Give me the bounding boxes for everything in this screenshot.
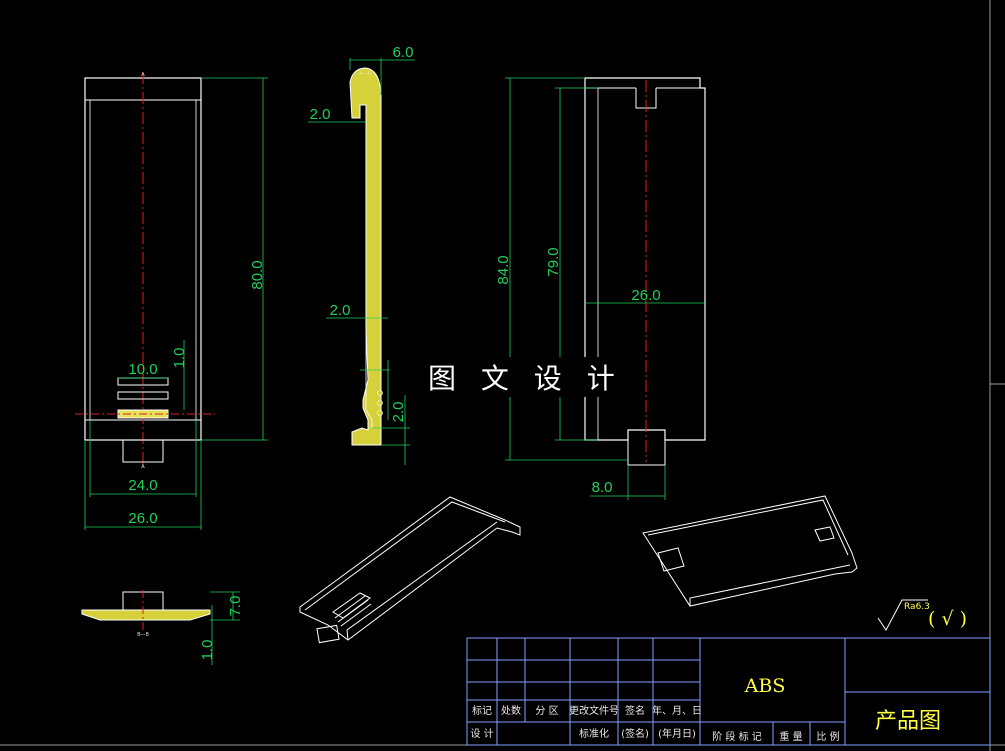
tb-label-change-doc: 更改文件号 bbox=[569, 704, 619, 717]
tb-label-signature: 签名 bbox=[625, 704, 645, 717]
material-label: ABS bbox=[744, 675, 786, 697]
tb-label-date-paren: (年月日) bbox=[658, 727, 696, 740]
dim-front-height: 80.0 bbox=[249, 260, 266, 289]
section-mark-bottom: A bbox=[141, 464, 145, 470]
slot-2 bbox=[117, 391, 169, 400]
dim-back-tab-width: 8.0 bbox=[592, 479, 613, 496]
tb-label-stage: 阶 段 标 记 bbox=[712, 730, 762, 743]
watermark-backing bbox=[418, 357, 603, 397]
dim-back-inner-height: 79.0 bbox=[545, 247, 562, 276]
dim-section-top: 6.0 bbox=[393, 44, 414, 61]
dim-slot-gap: 1.0 bbox=[171, 348, 188, 369]
front-tab bbox=[122, 439, 164, 463]
tb-label-scale: 比 例 bbox=[816, 730, 839, 743]
tb-label-weight: 重 量 bbox=[779, 730, 802, 743]
tb-label-mark: 标记 bbox=[472, 705, 492, 717]
dim-wall-top: 2.0 bbox=[310, 106, 331, 123]
bottom-view: B—B 7.0 1.0 bbox=[81, 590, 244, 665]
tb-label-design: 设 计 bbox=[470, 727, 493, 740]
dim-bottom-plate: 1.0 bbox=[199, 640, 216, 661]
dim-back-width: 26.0 bbox=[631, 287, 660, 304]
section-view: A—A 6.0 2.0 2.0 2.0 bbox=[308, 44, 415, 465]
dim-wall-mid: 2.0 bbox=[330, 302, 351, 319]
dim-front-inner-width: 24.0 bbox=[128, 477, 157, 494]
section-profile bbox=[349, 67, 382, 446]
drawing-title: 产品图 bbox=[875, 709, 941, 734]
roughness-extra: ( √ ) bbox=[928, 608, 967, 630]
front-view: A A 80.0 24.0 26.0 10.0 1.0 bbox=[75, 72, 268, 530]
tb-label-date: 年、月、日 bbox=[652, 704, 702, 717]
title-block bbox=[466, 637, 991, 746]
title-block-labels: 标记 处数 分 区 更改文件号 签名 年、月、日 设 计 标准化 (签名) (年… bbox=[470, 675, 941, 743]
dim-bottom-thickness: 7.0 bbox=[227, 596, 244, 617]
section-title-aa: A—A bbox=[359, 71, 371, 77]
section-title-bb: B—B bbox=[137, 632, 149, 638]
dim-slot-width: 10.0 bbox=[128, 361, 157, 378]
roughness-value: Ra6.3 bbox=[904, 602, 930, 612]
watermark-text: 图 文 设 计 bbox=[428, 362, 623, 395]
isometric-view-1 bbox=[299, 496, 521, 644]
tb-label-standard: 标准化 bbox=[579, 727, 609, 740]
tb-label-zone: 分 区 bbox=[535, 705, 558, 717]
dim-section-step: 2.0 bbox=[390, 402, 407, 423]
dim-front-outer-width: 26.0 bbox=[128, 510, 157, 527]
section-mark-top: A bbox=[141, 72, 145, 78]
dim-back-outer-height: 84.0 bbox=[495, 255, 512, 284]
tb-label-sign-paren: (签名) bbox=[621, 727, 649, 740]
isometric-view-2 bbox=[642, 495, 858, 607]
tb-label-count: 处数 bbox=[501, 704, 521, 717]
roughness-symbol: Ra6.3 ( √ ) bbox=[877, 599, 967, 631]
bottom-plate bbox=[81, 609, 211, 621]
